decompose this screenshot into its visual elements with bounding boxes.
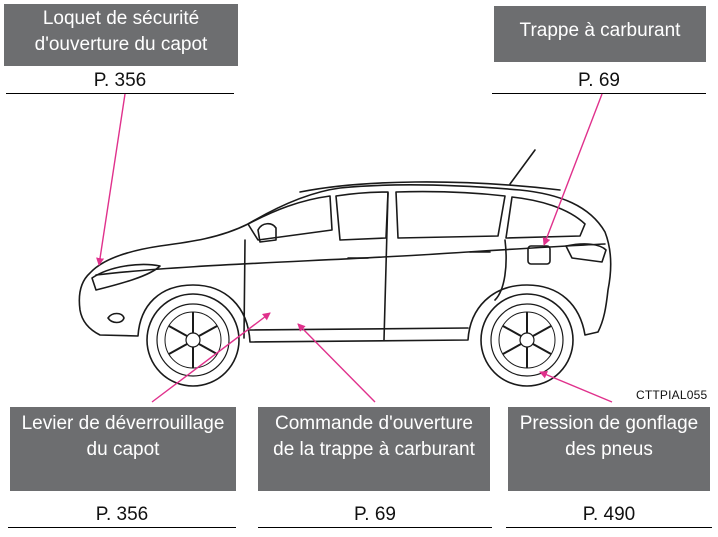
fuel-door-opener-label-line1: Commande d'ouverture <box>275 413 473 434</box>
car-rear-window <box>395 190 506 239</box>
fuel-door-opener-label: Commande d'ouverture de la trappe à carb… <box>258 407 490 491</box>
fuel-door-opener-page-ref[interactable]: P. 69 <box>258 503 492 528</box>
car-door-split <box>383 192 389 341</box>
car-tail-light <box>565 243 607 263</box>
car-quarter-window <box>505 196 586 239</box>
car-windshield <box>247 195 333 241</box>
car-headlight <box>91 263 161 291</box>
hood-release-lever-page-ref[interactable]: P. 356 <box>8 503 236 528</box>
hood-release-lever-label-line1: Levier de déverrouillage <box>21 413 225 434</box>
car-front-window <box>335 191 389 241</box>
car-body-outline <box>78 183 612 343</box>
fuel-door-opener-label-line2: de la trappe à carburant <box>273 439 475 460</box>
rear-wheel <box>480 293 574 387</box>
hood-release-lever-label: Levier de déverrouillage du capot <box>10 407 236 491</box>
figure-code: CTTPIAL055 <box>636 388 708 402</box>
car-rear-door <box>494 239 507 301</box>
fuel-filler-door-outline <box>527 245 551 265</box>
fuel-filler-door-leader <box>542 93 603 246</box>
hood-safety-catch-label-line1: Loquet de sécurité <box>42 8 200 29</box>
fuel-filler-door-page-ref[interactable]: P. 69 <box>492 69 706 94</box>
hood-safety-catch-page-ref[interactable]: P. 356 <box>6 69 234 94</box>
fuel-door-opener-leader <box>297 323 376 403</box>
car-front-door <box>243 239 246 339</box>
front-wheel <box>146 293 240 387</box>
car-antenna <box>509 149 536 185</box>
fuel-filler-door-label-text: Trappe à carburant <box>519 20 681 41</box>
fuel-filler-door-label: Trappe à carburant <box>494 6 706 62</box>
tire-pressure-label-line2: des pneus <box>565 439 653 460</box>
hood-safety-catch-leader <box>96 93 126 266</box>
tire-pressure-leader <box>539 371 613 403</box>
tire-pressure-label: Pression de gonflage des pneus <box>508 407 710 491</box>
hood-safety-catch-label: Loquet de sécurité d'ouverture du capot <box>4 4 238 66</box>
tire-pressure-page-ref[interactable]: P. 490 <box>506 503 712 528</box>
hood-release-lever-leader <box>151 312 271 403</box>
hood-safety-catch-label-line2: d'ouverture du capot <box>34 34 208 55</box>
car-side-mirror <box>257 222 277 243</box>
car-fog-light <box>107 312 125 324</box>
tire-pressure-label-line1: Pression de gonflage <box>519 413 699 434</box>
hood-release-lever-label-line2: du capot <box>86 439 160 460</box>
